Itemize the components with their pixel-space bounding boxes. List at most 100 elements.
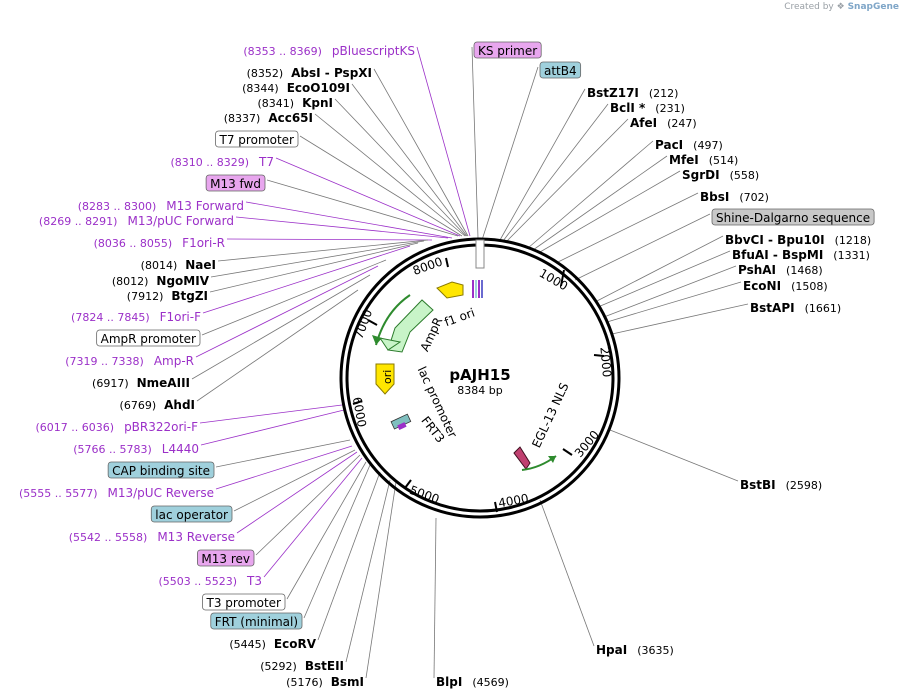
right-label-paci-line	[527, 140, 654, 249]
right-label-bstbi-line	[609, 429, 739, 482]
left-label-m13-puc-reverse-line	[215, 445, 353, 490]
right-label-bstapi[interactable]: BstAPI	[750, 301, 795, 315]
left-label-l4440[interactable]: L4440	[162, 442, 199, 456]
left-label-m13-rev[interactable]: M13 rev	[201, 552, 250, 566]
right-label-bbvci-bpu10i[interactable]: BbvCI - Bpu10I	[725, 233, 825, 247]
left-label-frt-minimal-box	[210, 612, 303, 630]
right-label-bstbi[interactable]: BstBI	[740, 478, 776, 492]
left-label-pbr322ori-f[interactable]: pBR322ori-F	[124, 420, 198, 434]
left-label-m13-reverse-range: (5542 .. 5558)	[69, 531, 148, 544]
left-label-kpni[interactable]: KpnI	[302, 96, 333, 110]
left-label-ahdi[interactable]: AhdI	[164, 398, 195, 412]
left-label-t7-range: (8310 .. 8329)	[170, 156, 249, 169]
left-label-btgzi-position: (7912)	[127, 290, 164, 303]
right-label-mfei[interactable]: MfeI	[669, 153, 699, 167]
right-label-sgrdi[interactable]: SgrDI	[682, 168, 720, 182]
left-label-l4440-range: (5766 .. 5783)	[73, 443, 152, 456]
left-label-ngomiv[interactable]: NgoMIV	[156, 274, 209, 288]
left-label-amp-r-range: (7319 .. 7338)	[65, 355, 144, 368]
right-label-pshai[interactable]: PshAI	[738, 263, 776, 277]
left-label-amp-r[interactable]: Amp-R	[154, 354, 194, 368]
left-label-m13-forward[interactable]: M13 Forward	[166, 199, 244, 213]
left-label-t7[interactable]: T7	[258, 155, 274, 169]
right-label-blpi[interactable]: BlpI	[436, 675, 462, 689]
left-label-t3-promoter-box	[202, 593, 286, 611]
feature-ampr[interactable]: AmpR	[378, 299, 445, 354]
left-label-t3-promoter-line	[286, 461, 367, 600]
right-label-bfuai-bspmi-position: (1331)	[833, 249, 870, 262]
right-label-paci-position: (497)	[693, 139, 723, 152]
left-label-ecorv-line	[317, 471, 381, 641]
left-label-t3-promoter[interactable]: T3 promoter	[206, 596, 282, 610]
left-label-ecoo109i[interactable]: EcoO109I	[287, 81, 350, 95]
right-label-econi-position: (1508)	[791, 280, 828, 293]
left-label-cap-binding-site[interactable]: CAP binding site	[112, 464, 210, 478]
right-label-bbsi-position: (702)	[739, 191, 769, 204]
left-label-t7-promoter-box	[215, 130, 299, 148]
left-label-ngomiv-position: (8012)	[112, 275, 149, 288]
left-label-m13-fwd[interactable]: M13 fwd	[210, 177, 261, 191]
left-label-t7-promoter-line	[299, 135, 463, 237]
right-label-bcli[interactable]: BclI *	[610, 101, 646, 115]
left-label-lac-operator[interactable]: lac operator	[155, 508, 228, 522]
left-label-m13-puc-reverse-range: (5555 .. 5577)	[19, 487, 98, 500]
right-label-econi[interactable]: EcoNI	[743, 279, 781, 293]
left-label-btgzi[interactable]: BtgZI	[171, 289, 208, 303]
left-label-ampr-promoter-box	[96, 329, 201, 347]
right-label-shine-dalgarno-sequence[interactable]: Shine-Dalgarno sequence	[716, 211, 870, 225]
left-label-t7-promoter[interactable]: T7 promoter	[219, 133, 295, 147]
right-label-bstz17i[interactable]: BstZ17I	[587, 86, 639, 100]
left-label-ecorv-position: (5445)	[229, 638, 266, 651]
left-label-pbr322ori-f-line	[199, 404, 343, 424]
feature-egl13-nls[interactable]: EGL-13 NLS	[513, 381, 572, 471]
feature-ori[interactable]: ori	[375, 363, 395, 395]
left-label-absi-pspxi-line	[373, 68, 469, 237]
left-label-bsteii[interactable]: BstEII	[305, 659, 344, 673]
left-label-m13-forward-range: (8283 .. 8300)	[78, 200, 157, 213]
left-label-m13-puc-forward[interactable]: M13/pUC Forward	[127, 214, 234, 228]
left-label-ampr-promoter[interactable]: AmpR promoter	[101, 332, 196, 346]
left-label-f1ori-f[interactable]: F1ori-F	[160, 310, 201, 324]
right-label-ks-primer[interactable]: KS primer	[478, 44, 537, 58]
left-label-m13-fwd-line	[266, 179, 459, 237]
left-label-lac-operator-box	[150, 505, 233, 523]
right-label-bfuai-bspmi[interactable]: BfuAI - BspMI	[732, 248, 823, 262]
left-label-m13-reverse-line	[236, 451, 358, 534]
right-label-mfei-line	[532, 155, 668, 251]
right-label-bbsi-line	[557, 192, 699, 263]
left-label-bsmi[interactable]: BsmI	[331, 675, 364, 689]
left-label-t3[interactable]: T3	[246, 574, 262, 588]
tick-label-8000: 8000	[411, 254, 444, 278]
left-label-amp-r-line	[195, 265, 379, 358]
left-label-absi-pspxi[interactable]: AbsI - PspXI	[291, 66, 372, 80]
right-label-ks-primer-box	[473, 41, 542, 59]
left-label-lac-operator-line	[233, 449, 356, 512]
right-label-shine-dalgarno-sequence-line	[574, 213, 711, 281]
left-label-nmeaiii[interactable]: NmeAIII	[137, 376, 190, 390]
left-label-pbluescriptks[interactable]: pBluescriptKS	[332, 44, 415, 58]
credit-brand: SnapGene	[847, 2, 899, 12]
left-label-acc65i[interactable]: Acc65I	[268, 111, 313, 125]
left-label-frt-minimal[interactable]: FRT (minimal)	[215, 615, 298, 629]
left-label-l4440-line	[200, 409, 345, 446]
right-label-bstz17i-line	[499, 88, 586, 241]
left-label-m13-reverse[interactable]: M13 Reverse	[157, 530, 235, 544]
right-label-bbsi[interactable]: BbsI	[700, 190, 729, 204]
right-label-paci[interactable]: PacI	[655, 138, 683, 152]
backbone-outer	[339, 237, 621, 519]
left-label-bsmi-line	[365, 481, 397, 679]
tick-marks	[352, 257, 605, 513]
left-label-m13-puc-reverse[interactable]: M13/pUC Reverse	[108, 486, 215, 500]
right-label-sgrdi-line	[539, 170, 681, 253]
right-label-afei[interactable]: AfeI	[630, 116, 657, 130]
left-label-f1ori-r[interactable]: F1ori-R	[182, 236, 225, 250]
left-label-ecorv[interactable]: EcoRV	[274, 637, 317, 651]
right-label-bbvci-bpu10i-line	[594, 235, 724, 303]
left-label-t7-line	[275, 157, 461, 237]
right-label-hpai-position: (3635)	[637, 644, 674, 657]
feature-label-f1-ori: f1 ori	[442, 306, 476, 330]
right-label-attb4[interactable]: attB4	[544, 64, 577, 78]
right-label-hpai[interactable]: HpaI	[596, 643, 627, 657]
left-label-naei[interactable]: NaeI	[185, 258, 216, 272]
